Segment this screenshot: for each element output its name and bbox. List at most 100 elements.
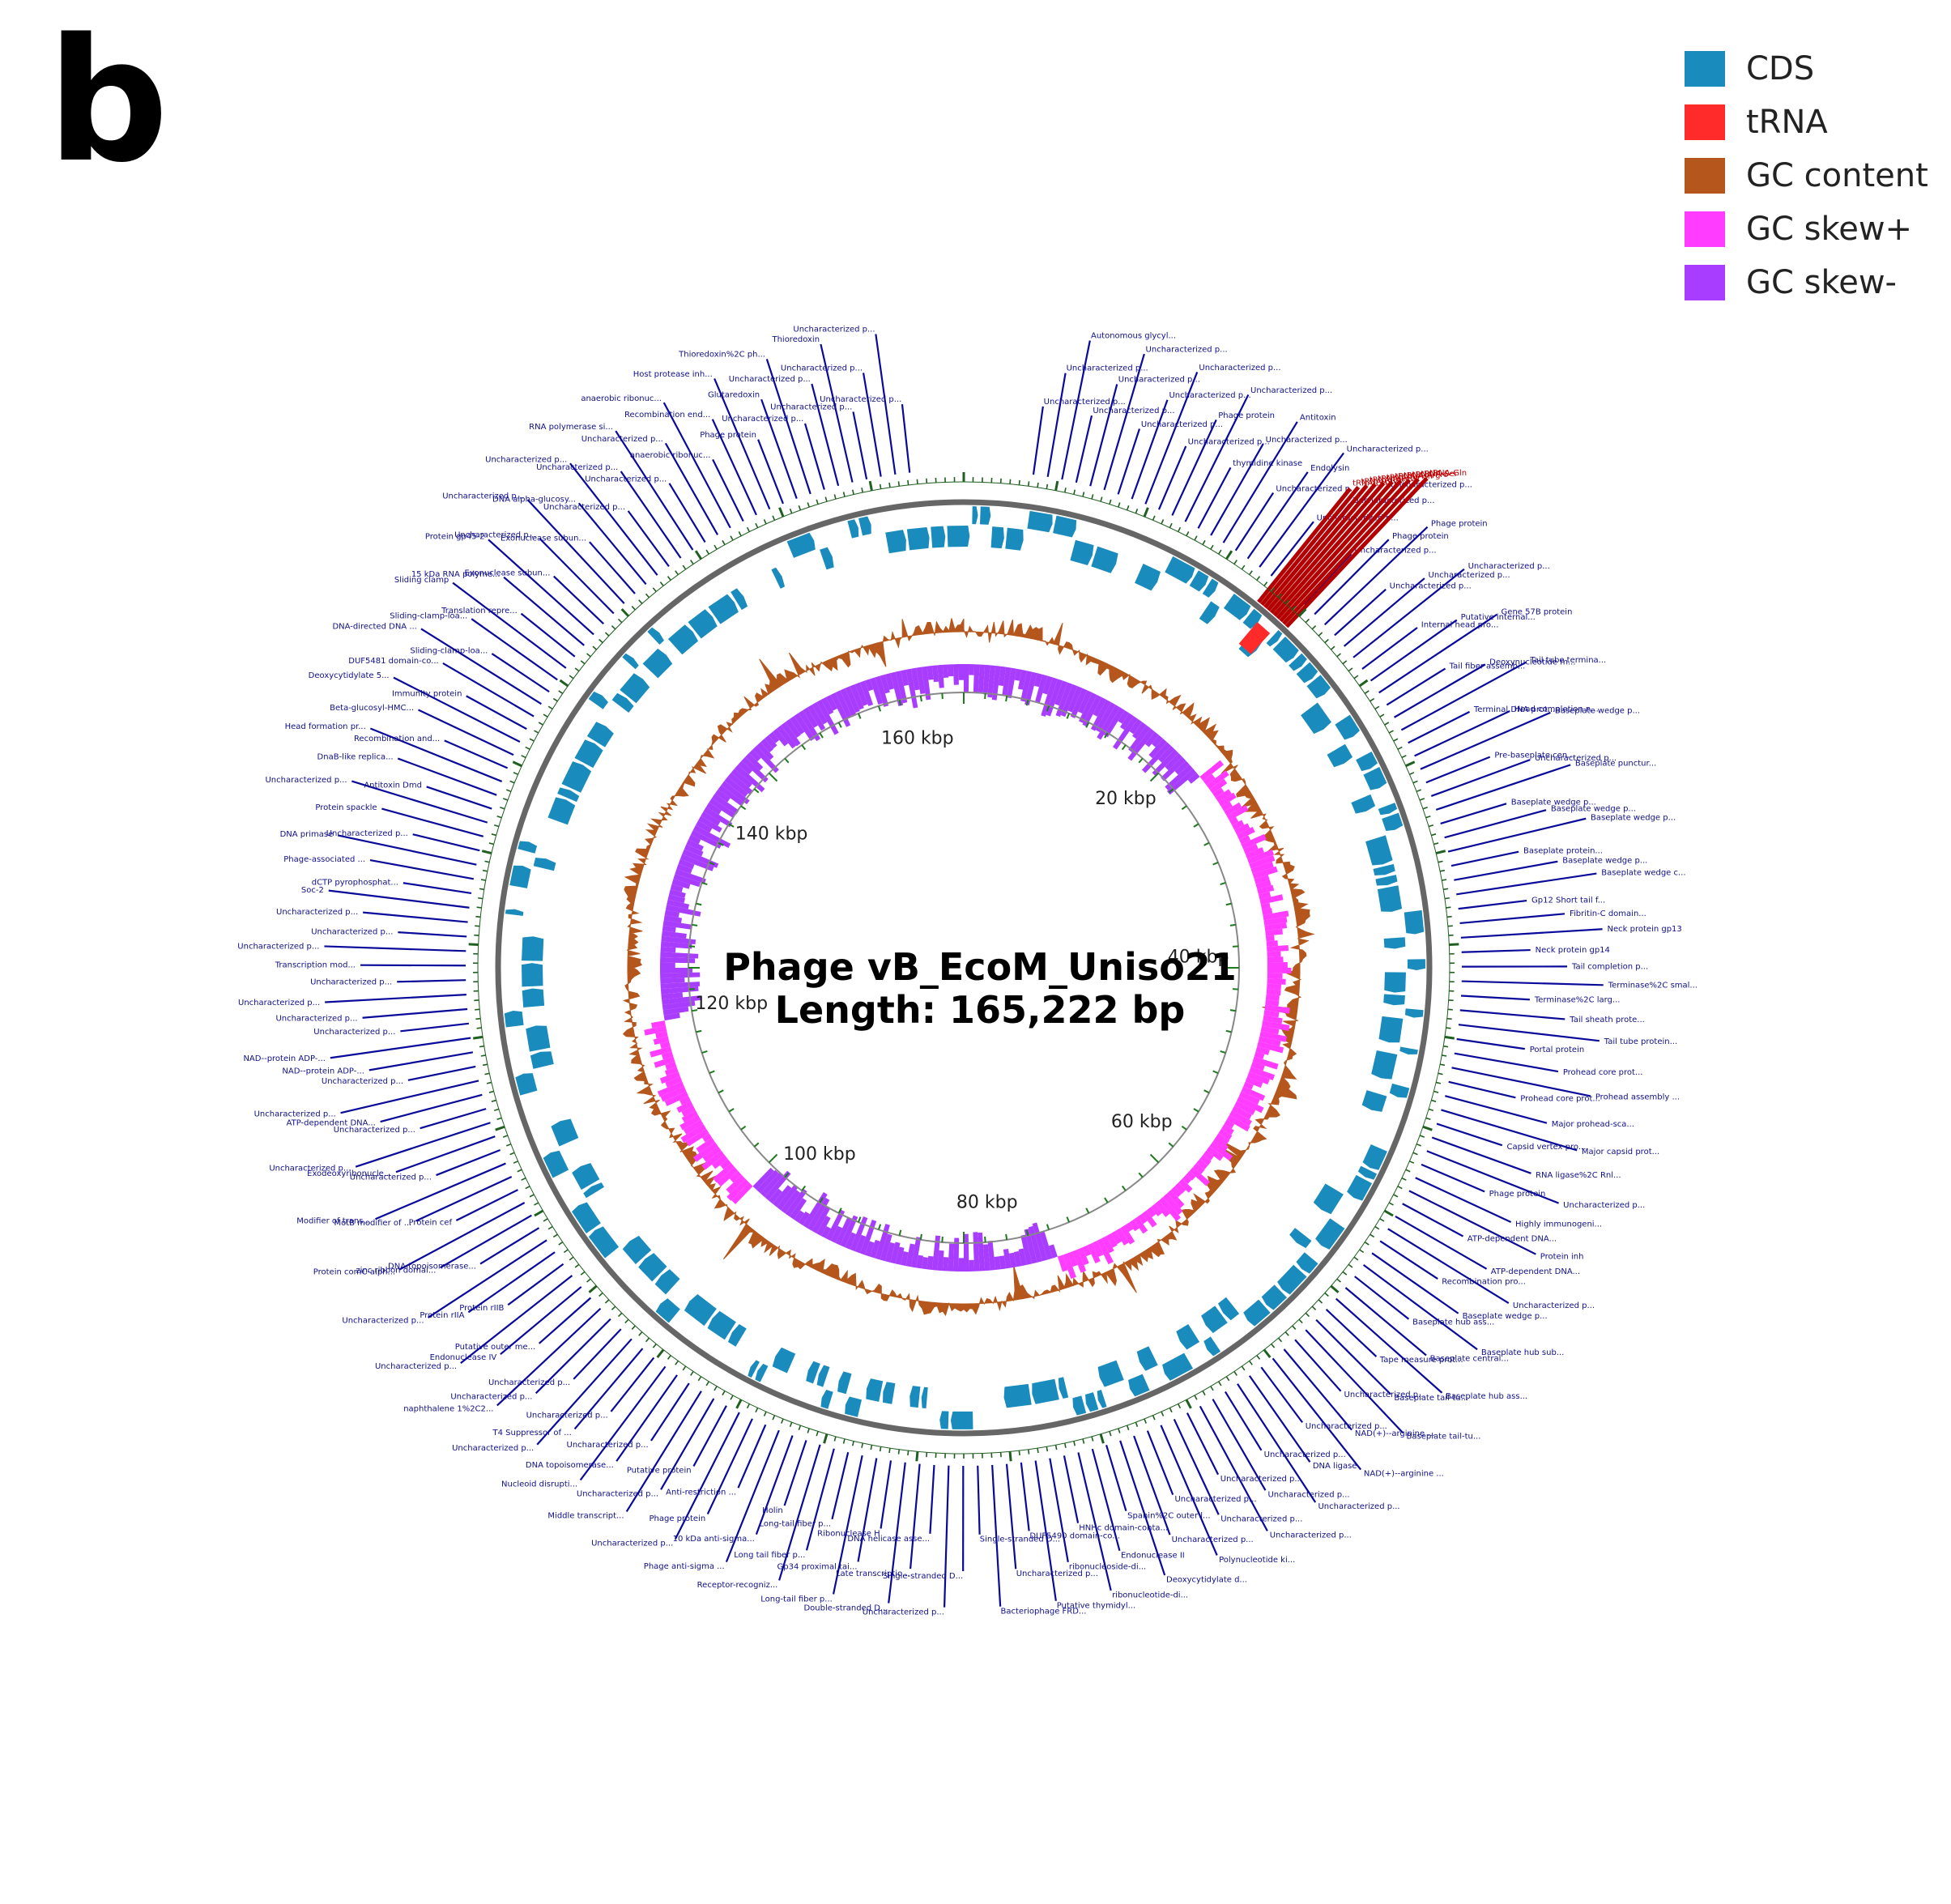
cds-feature (1128, 1374, 1150, 1397)
cds-feature (858, 516, 871, 536)
tick-mark (1018, 1450, 1020, 1456)
panel-letter: b (47, 2, 169, 200)
gene-label: Internal head pro... (1421, 620, 1499, 629)
gene-label: Putative outer me... (455, 1343, 535, 1352)
tick-mark (480, 1054, 486, 1057)
tick-mark (1348, 1263, 1353, 1268)
gc-skew-plus-bar (1097, 1238, 1114, 1265)
gc-skew-minus-bar (1033, 673, 1043, 688)
gene-leader-line (1020, 1462, 1030, 1531)
scale-tick (784, 1172, 790, 1178)
gc-skew-plus-bar (1252, 866, 1278, 880)
gene-label: Modifier of trans... (296, 1217, 371, 1226)
tick-mark (1297, 608, 1307, 617)
gene-leader-line (664, 442, 719, 535)
tick-mark (496, 1117, 502, 1121)
gene-leader-line (491, 653, 550, 693)
gene-label: Baseplate central... (1430, 1354, 1509, 1363)
tick-mark (705, 549, 709, 555)
cds-feature (533, 858, 556, 871)
gene-leader-line (1294, 1339, 1342, 1392)
gc-skew-plus-bar (665, 1061, 677, 1071)
gene-leader-line (1061, 340, 1091, 480)
gene-leader-line (1458, 1024, 1600, 1042)
gc-skew-plus-bar (1218, 792, 1237, 807)
cds-feature (1272, 636, 1299, 663)
gene-label: Uncharacterized p... (326, 829, 408, 838)
tick-mark (478, 897, 483, 900)
tick-mark (807, 1428, 810, 1433)
tick-mark (888, 482, 891, 488)
gene-leader-line (535, 1318, 611, 1395)
legend-item: CDS (1685, 42, 1928, 96)
tick-mark (675, 1360, 679, 1365)
gene-leader-line (1325, 1308, 1378, 1357)
gc-skew-minus-bar (840, 688, 857, 718)
gene-leader-line (1426, 1150, 1559, 1204)
gene-label: Uncharacterized p... (1391, 480, 1472, 489)
scale-label: 140 kbp (735, 824, 808, 844)
gene-label: dCTP pyrophosphat... (312, 878, 398, 887)
gc-skew-minus-bar (1158, 745, 1175, 763)
gene-leader-line (712, 458, 744, 522)
tick-mark (1135, 508, 1139, 514)
gc-skew-plus-bar (1234, 823, 1250, 835)
gene-label: Long-tail fiber p... (759, 1520, 831, 1529)
gene-leader-line (1046, 373, 1067, 477)
gc-skew-minus-bar (756, 742, 774, 760)
gc-skew-minus-bar (1014, 668, 1022, 681)
tick-mark (1126, 505, 1130, 511)
gene-label: Head completion n... (1514, 705, 1599, 713)
tick-mark (611, 625, 616, 630)
tick-mark (667, 1355, 671, 1360)
gene-leader-line (1431, 1136, 1531, 1174)
gc-skew-minus-bar (660, 946, 676, 953)
tick-mark (1218, 1381, 1222, 1386)
tick-mark (851, 1441, 854, 1446)
gc-skew-minus-bar (1006, 667, 1017, 699)
gene-label: Uncharacterized p... (1354, 547, 1436, 556)
tick-mark (1342, 1271, 1348, 1276)
gc-skew-plus-bar (1263, 916, 1288, 926)
gene-label: Anti-restriction ... (666, 1489, 736, 1497)
gc-skew-plus-bar (1120, 1225, 1135, 1245)
tick-mark (502, 798, 509, 801)
gene-label: Recombination and... (354, 735, 440, 743)
gene-leader-line (1460, 995, 1530, 1001)
gc-skew-minus-bar (1103, 707, 1125, 738)
gene-leader-line (573, 1328, 622, 1380)
gc-skew-plus-bar (681, 1105, 696, 1117)
scale-tick (1121, 1185, 1127, 1191)
gene-label: ATP-dependent DNA... (287, 1119, 376, 1128)
scale-tick (898, 1229, 902, 1236)
gene-label: Uncharacterized p... (1344, 1391, 1426, 1399)
gc-skew-minus-bar (825, 1209, 846, 1242)
legend-item: GC skew- (1685, 256, 1928, 309)
gene-leader-line (539, 538, 615, 615)
trna-label: tRNA-Ile2 (1378, 475, 1416, 483)
legend-item: GC skew+ (1685, 202, 1928, 256)
scale-tick (1005, 696, 1008, 702)
gc-skew-minus-bar (661, 935, 696, 944)
gene-label: Phage protein (649, 1514, 705, 1523)
tick-mark (580, 1271, 586, 1276)
gc-skew-minus-bar (890, 671, 904, 707)
tick-mark (1446, 906, 1451, 909)
scale-tick (1066, 1216, 1071, 1223)
tick-mark (690, 1371, 694, 1376)
gene-label: Uncharacterized p... (729, 375, 811, 384)
tick-mark (529, 1194, 535, 1198)
gc-skew-minus-bar (684, 844, 704, 857)
gene-leader-line (324, 945, 466, 952)
cds-feature (1313, 1183, 1344, 1215)
gc-skew-minus-bar (840, 1215, 858, 1248)
scale-tick (753, 788, 760, 794)
gc-skew-minus-bar (1024, 671, 1037, 705)
gene-label: Long-tail fiber p... (760, 1595, 833, 1604)
gene-label: Gp12 Short tail f... (1531, 896, 1605, 905)
gene-label: Uncharacterized p... (1141, 420, 1223, 429)
tick-mark (1256, 576, 1261, 581)
gc-skew-plus-bar (1266, 940, 1278, 947)
gene-leader-line (1234, 492, 1275, 552)
tick-mark (1353, 675, 1359, 679)
